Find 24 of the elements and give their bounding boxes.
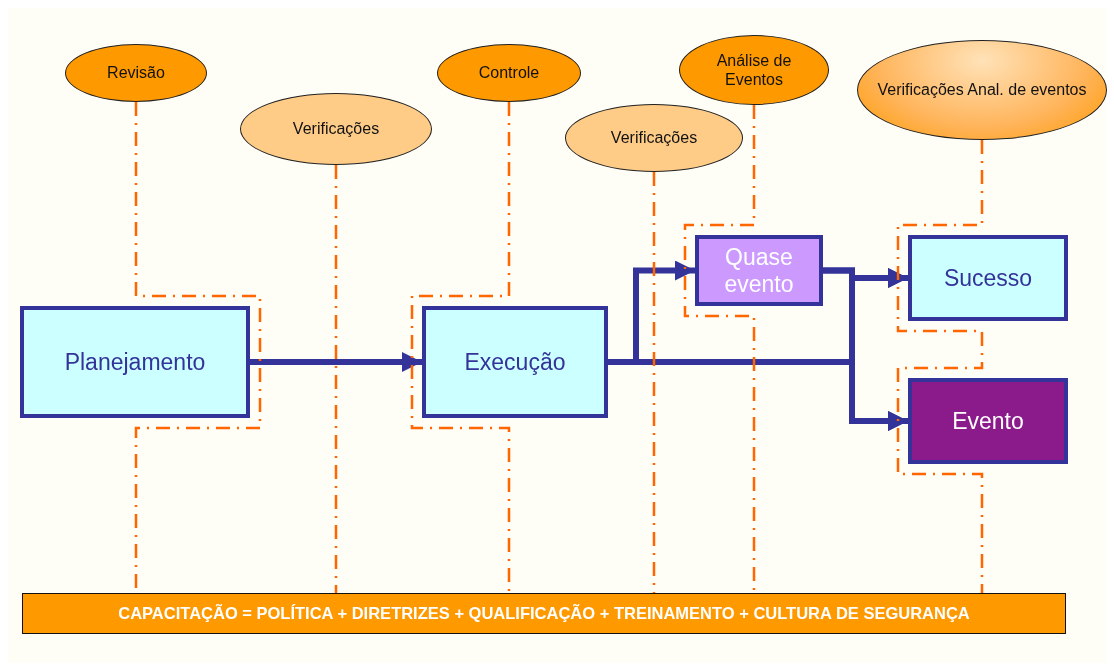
node-label: Análise de Eventos <box>715 50 793 90</box>
process-box <box>422 306 608 418</box>
node-label: Revisão <box>107 63 165 83</box>
process-box <box>695 235 823 306</box>
node-label: Execução <box>464 348 566 376</box>
process-box <box>908 235 1068 321</box>
process-box <box>908 378 1068 464</box>
banner <box>22 593 1066 634</box>
node-label: Verificações <box>292 119 380 139</box>
node-label: Controle <box>478 63 540 83</box>
node-label: Verificações <box>610 128 698 148</box>
dash-dot-line <box>896 140 984 593</box>
process-box <box>20 306 250 418</box>
node-label: Quase evento <box>723 244 795 297</box>
node-label: Sucesso <box>943 264 1033 292</box>
arrow <box>250 352 422 372</box>
dash-dot-line <box>334 165 338 593</box>
node-label: Verificações Anal. de eventos <box>877 80 1087 100</box>
arrow <box>823 267 908 431</box>
dash-dot-line <box>683 105 756 593</box>
node-label: CAPACITAÇÃO = POLÍTICA + DIRETRIZES + QUALIFICAÇÃO + TREINAMENTO + CULTURA DE SEGURANÇA <box>118 604 970 623</box>
node-label: Planejamento <box>64 348 206 376</box>
node-label: Evento <box>952 407 1024 435</box>
dash-dot-line <box>410 102 511 593</box>
